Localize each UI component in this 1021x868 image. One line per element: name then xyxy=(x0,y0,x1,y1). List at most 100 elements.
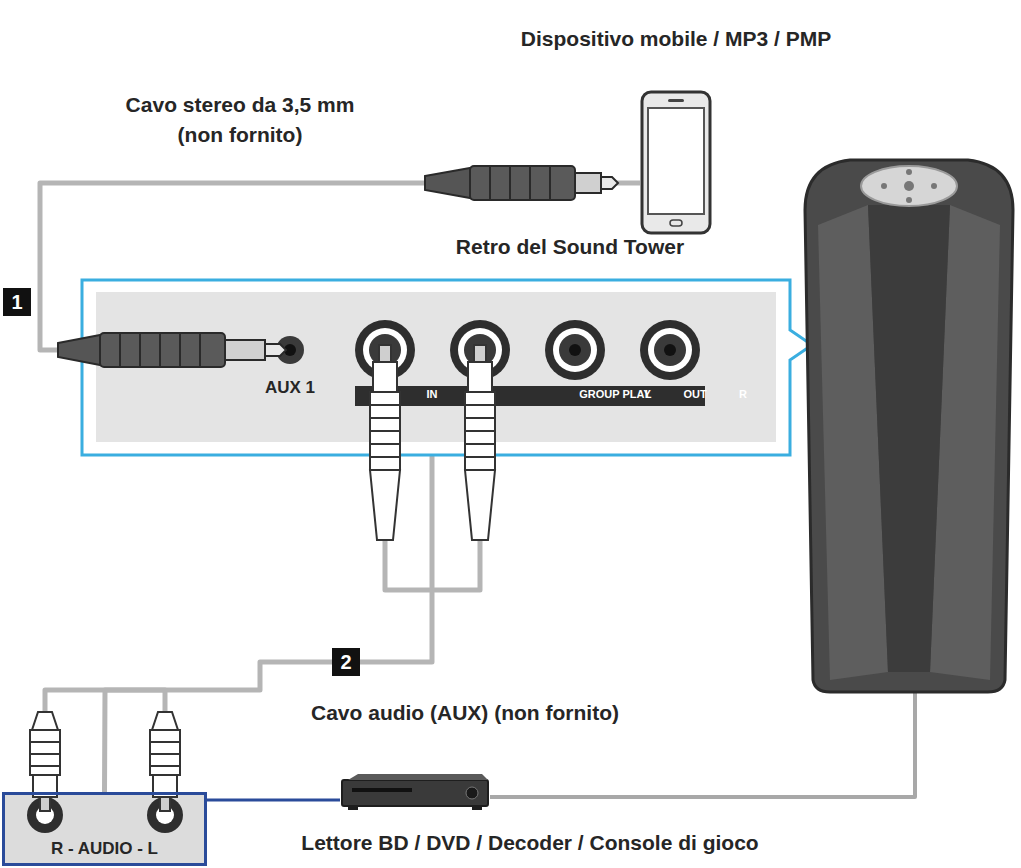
node-label: Lettore BD / DVD / Decoder / Console di … xyxy=(301,830,758,855)
stereo-plug xyxy=(159,333,161,367)
stereo-plug xyxy=(100,333,225,367)
port-label: R xyxy=(739,388,747,401)
rca-plug xyxy=(370,456,400,458)
rca-jack xyxy=(545,320,605,380)
rca-plug xyxy=(370,417,400,419)
rca-plug xyxy=(150,753,180,755)
rca-jack xyxy=(648,328,692,372)
rca-plug xyxy=(370,443,400,445)
phone-speaker xyxy=(668,99,684,102)
back-panel xyxy=(355,386,705,406)
rca-jack xyxy=(569,344,581,356)
mobile-device: Dispositivo mobile / MP3 / PMP xyxy=(640,90,712,235)
player-body xyxy=(342,780,488,806)
rca-jack xyxy=(654,334,686,366)
rca-plug xyxy=(465,443,495,445)
stereo-plug xyxy=(265,344,286,356)
sound-tower xyxy=(868,205,950,672)
stereo-plug xyxy=(58,335,100,365)
stereo-plug xyxy=(549,166,551,200)
stereo-plug xyxy=(225,340,265,360)
stereo-plug xyxy=(529,166,531,200)
player-knob xyxy=(466,787,478,799)
stereo-plug xyxy=(509,166,511,200)
rca-plug xyxy=(465,430,495,432)
sound-tower xyxy=(906,197,912,203)
port-label: OUT xyxy=(683,388,706,401)
back-panel xyxy=(96,292,776,442)
rca-plug xyxy=(30,741,60,743)
stereo-plug xyxy=(601,177,618,189)
player-top xyxy=(348,774,488,780)
rca-plug xyxy=(373,362,397,392)
sound-tower xyxy=(906,169,912,175)
rca-plug xyxy=(30,765,60,767)
rca-plug xyxy=(32,712,58,730)
sound-tower xyxy=(805,160,1013,692)
phone-screen xyxy=(648,108,704,214)
callout-number: 1 xyxy=(3,288,31,316)
sound-tower xyxy=(931,183,937,189)
rca-plug xyxy=(468,362,492,392)
cable-label: Cavo audio (AUX) (non fornito) xyxy=(311,698,619,728)
sound-tower xyxy=(861,166,957,206)
rca-plug xyxy=(150,765,180,767)
port-label: IN xyxy=(427,388,438,401)
rca-plug xyxy=(465,404,495,406)
device-audio-panel xyxy=(2,792,207,866)
back-panel-box: Retro del Sound TowerAUX 1INGROUP PLAYLO… xyxy=(82,280,790,455)
stereo-plug xyxy=(139,333,141,367)
stereo-plug xyxy=(119,333,121,367)
stereo-plug xyxy=(489,166,491,200)
rca-plug xyxy=(370,345,495,540)
rca-plug xyxy=(30,730,60,775)
back-panel xyxy=(82,280,812,455)
rca-plug xyxy=(30,753,60,755)
rca-jack xyxy=(355,320,700,380)
player-outline xyxy=(340,770,490,812)
disc-slot xyxy=(352,788,412,792)
rca-plug xyxy=(370,392,400,470)
stereo-plug xyxy=(199,333,201,367)
rca-plug xyxy=(160,797,170,811)
node-label: Dispositivo mobile / MP3 / PMP xyxy=(521,26,831,51)
rca-plug xyxy=(150,741,180,743)
cable-line xyxy=(105,455,433,792)
stereo-plug xyxy=(575,173,601,193)
rca-jack xyxy=(559,334,591,366)
rca-plug xyxy=(465,392,495,470)
extra-wire xyxy=(45,540,915,800)
back-panel xyxy=(82,280,812,455)
player-foot xyxy=(472,806,482,810)
callout-number: 2 xyxy=(332,648,360,676)
node-label: R - AUDIO - L xyxy=(51,839,158,859)
phone-button xyxy=(670,220,682,226)
rca-jack xyxy=(553,328,597,372)
cable-group xyxy=(40,183,640,792)
device-audio-panel xyxy=(147,797,183,833)
phone-body xyxy=(642,92,710,233)
rca-plug xyxy=(152,712,178,730)
rca-plug xyxy=(40,797,50,811)
rca-plug xyxy=(150,730,180,775)
stereo-plug xyxy=(425,168,470,198)
player-foot xyxy=(348,806,358,810)
audio-jack-panel: R - AUDIO - L xyxy=(2,792,207,866)
stereo-plug xyxy=(470,166,575,200)
port-label: L xyxy=(645,388,652,401)
rca-plug xyxy=(370,404,400,406)
rca-jack xyxy=(640,320,700,380)
rca-jack xyxy=(664,344,676,356)
device-audio-panel xyxy=(2,792,207,866)
device-audio-panel xyxy=(27,797,63,833)
rca-plug xyxy=(465,417,495,419)
panel-heading: Retro del Sound Tower xyxy=(456,234,684,259)
extra-wire xyxy=(207,799,340,802)
player-device: Lettore BD / DVD / Decoder / Console di … xyxy=(340,770,490,812)
stereo-plug xyxy=(179,333,181,367)
stereo-plug xyxy=(425,166,618,200)
rca-plug xyxy=(465,456,495,458)
extra-wire xyxy=(45,690,165,712)
